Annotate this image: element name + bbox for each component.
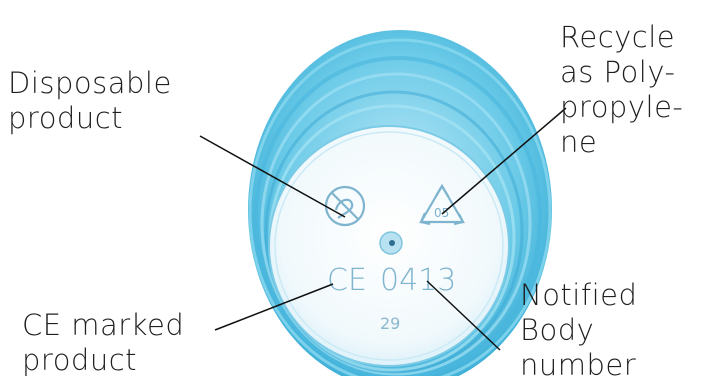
ce-mark: CE xyxy=(327,263,367,298)
label-notified-body-number: Notified Body number xyxy=(520,278,637,376)
notified-body-number: 0413 xyxy=(380,263,456,298)
label-ce-marked-product: CE marked product xyxy=(22,308,184,376)
mold-number: 29 xyxy=(380,314,400,333)
center-nub xyxy=(380,232,402,254)
recycling-code: 05 xyxy=(434,206,449,220)
label-disposable-product: Disposable product xyxy=(8,66,172,136)
label-recycle-polypropylene: Recycle as Poly- propyle- ne xyxy=(560,20,683,160)
